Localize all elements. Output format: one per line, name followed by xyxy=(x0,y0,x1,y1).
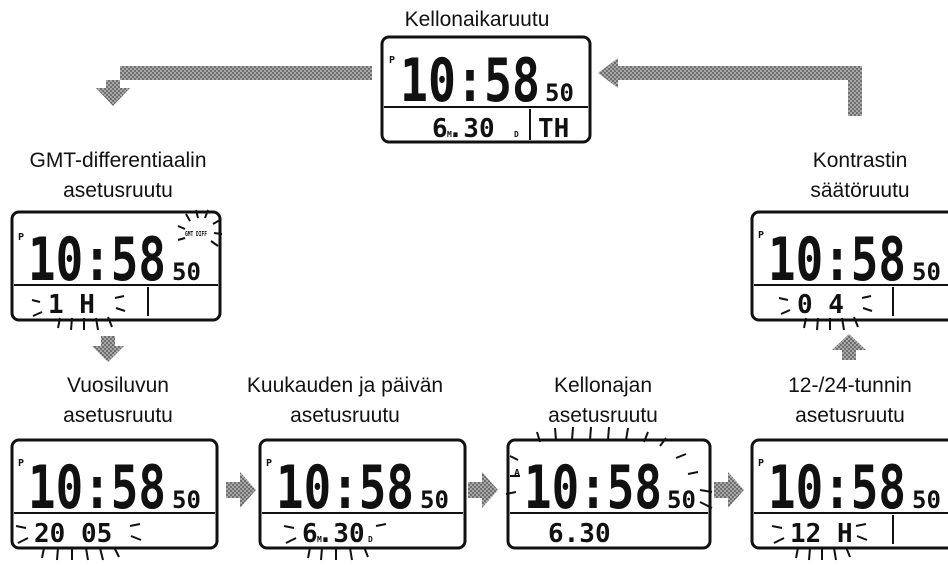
hourmode-value: 12 H xyxy=(790,519,853,549)
gmt-value: 1 H xyxy=(48,290,95,320)
flow-arrow-clock-to-gmt xyxy=(96,66,372,106)
hourmode-seconds: 50 xyxy=(912,486,941,514)
monthday-day-marker: D xyxy=(368,535,373,544)
gmt-diff-badge: GMT DIFF xyxy=(185,230,207,238)
gmt-value-blink-rays xyxy=(31,295,126,331)
timeset-time: 10:58 xyxy=(524,453,662,523)
hourmode-screen-title-line2: asetusruutu xyxy=(795,404,905,427)
contrast-seconds: 50 xyxy=(912,258,941,286)
monthday-seconds: 50 xyxy=(420,486,449,514)
gmt-screen-title-line1: GMT-differentiaalin xyxy=(29,149,207,172)
year-time: 10:58 xyxy=(28,453,166,523)
year-screen: P 10:58 50 20 05 xyxy=(10,438,219,561)
hourmode-time: 10:58 xyxy=(768,453,906,523)
timeset-screen-title-line1: Kellonajan xyxy=(553,374,653,397)
contrast-screen-title-line1: Kontrastin xyxy=(812,149,908,172)
year-value-blink-rays xyxy=(15,523,142,561)
monthday-screen-title-line2: asetusruutu xyxy=(290,404,400,427)
monthday-value-blink-rays xyxy=(283,523,387,561)
gmt-ampm: P xyxy=(18,232,24,243)
clock-screen: P 10:58 50 6.30 M D TH xyxy=(380,35,592,144)
timeset-value: 6.30 xyxy=(548,519,611,549)
monthday-screen-title-line1: Kuukauden ja päivän xyxy=(246,374,444,397)
year-seconds: 50 xyxy=(172,486,201,514)
contrast-value: 0 4 xyxy=(797,290,844,320)
flow-arrow-gmt-to-year xyxy=(92,336,124,362)
hourmode-value-blink-rays xyxy=(771,523,868,561)
clock-day-marker: D xyxy=(514,130,519,139)
gmt-screen-title-line2: asetusruutu xyxy=(63,179,173,202)
flow-arrow-monthday-to-timeset xyxy=(468,472,498,508)
monthday-screen: P 10:58 50 6.30 M D xyxy=(258,438,467,561)
hourmode-screen: P 10:58 50 12 H xyxy=(750,438,948,561)
year-ampm: P xyxy=(18,458,24,469)
monthday-time: 10:58 xyxy=(276,453,414,523)
gmt-screen: P 10:58 50 GMT DIFF 1 H xyxy=(10,209,223,331)
monthday-month-marker: M xyxy=(317,535,322,544)
timeset-ampm: A xyxy=(514,468,520,479)
clock-screen-title: Kellonaikaruutu xyxy=(404,8,550,31)
monthday-ampm: P xyxy=(266,458,272,469)
clock-date: 6.30 xyxy=(432,114,495,144)
timeset-time-blink-rays xyxy=(505,426,713,509)
clock-ampm: P xyxy=(389,55,395,66)
clock-seconds: 50 xyxy=(545,79,574,107)
clock-month-marker: M xyxy=(447,130,452,139)
contrast-time: 10:58 xyxy=(768,225,906,295)
clock-weekday: TH xyxy=(538,114,569,144)
gmt-badge-blink-rays xyxy=(177,209,223,247)
hourmode-screen-title-line1: 12-/24-tunnin xyxy=(788,374,912,397)
hourmode-ampm: P xyxy=(758,458,764,469)
flow-arrow-contrast-to-clock xyxy=(598,58,862,116)
monthday-value: 6.30 xyxy=(302,519,365,549)
flow-arrow-year-to-monthday xyxy=(226,472,256,508)
timeset-seconds: 50 xyxy=(667,486,696,514)
contrast-value-blink-rays xyxy=(778,295,873,331)
timeset-screen-title-line2: asetusruutu xyxy=(548,404,658,427)
contrast-screen-title-line2: säätöruutu xyxy=(810,179,910,202)
flow-arrow-hourmode-to-contrast xyxy=(832,334,866,360)
gmt-seconds: 50 xyxy=(172,258,201,286)
flow-arrow-timeset-to-hourmode xyxy=(714,472,744,508)
timeset-screen: A 10:58 50 6.30 xyxy=(505,426,713,550)
year-value: 20 05 xyxy=(34,519,112,549)
gmt-time: 10:58 xyxy=(28,225,166,295)
contrast-ampm: P xyxy=(758,230,764,241)
contrast-screen: P 10:58 50 0 4 xyxy=(750,210,948,331)
clock-time: 10:58 xyxy=(400,46,540,116)
year-screen-title-line2: asetusruutu xyxy=(63,404,173,427)
year-screen-title-line1: Vuosiluvun xyxy=(67,374,169,397)
